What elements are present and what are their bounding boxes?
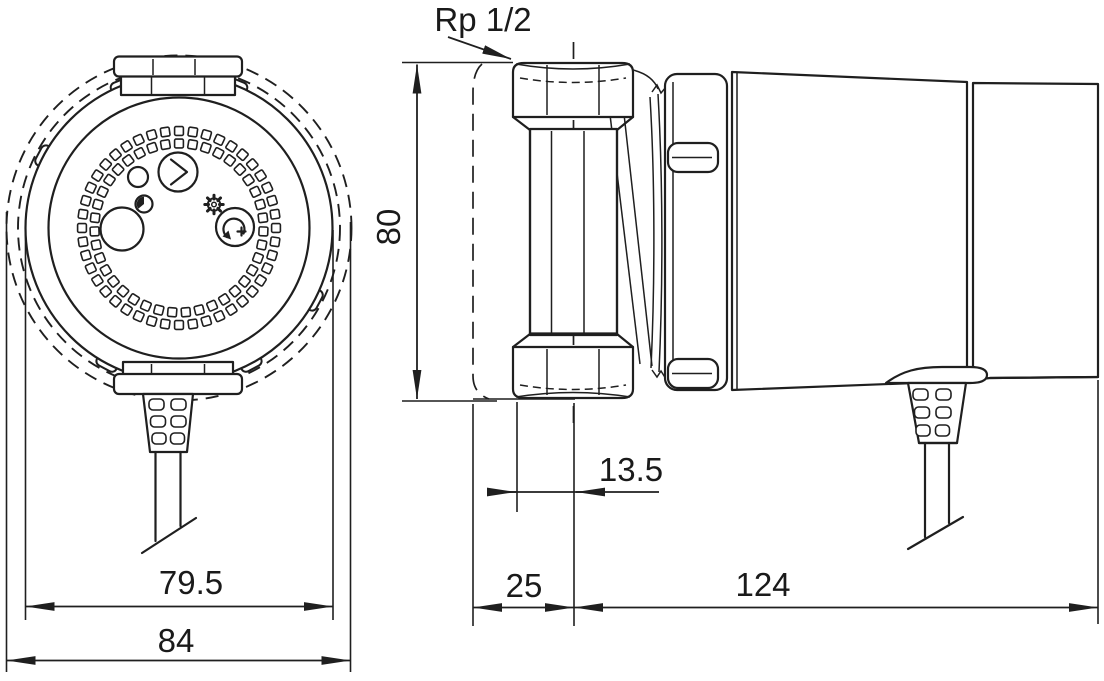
dim-label-124: 124	[735, 566, 790, 603]
motor-adapter-ring	[663, 72, 729, 392]
dim-side-height: 80	[370, 61, 513, 402]
top-port	[112, 55, 244, 97]
housing-face-circle	[47, 96, 311, 360]
chevron-mode-icon	[157, 151, 199, 193]
reset-arrow-icon	[214, 206, 256, 248]
dim-label-80: 80	[370, 209, 407, 246]
dim-housing-length: 25	[472, 403, 575, 626]
dim-label-79-5: 79.5	[159, 564, 223, 601]
dim-label-25: 25	[506, 567, 543, 604]
port-thread-label: Rp 1/2	[434, 1, 531, 38]
dim-label-13-5: 13.5	[599, 451, 663, 488]
dim-port-offset: 13.5	[487, 402, 663, 512]
dim-front-width-outer: 84	[5, 212, 352, 672]
side-view-pump	[472, 42, 1100, 551]
timer-tappet-ring	[76, 125, 282, 331]
volute-hidden-outline	[472, 63, 490, 400]
front-view-pump-head	[5, 54, 353, 555]
pipe-and-union-nuts	[473, 61, 635, 400]
port-thread-callout: Rp 1/2	[434, 1, 532, 60]
dim-label-84: 84	[158, 622, 195, 659]
gear-icon	[203, 193, 225, 216]
indicator-dot-icon	[126, 165, 150, 189]
knob-circle	[99, 206, 145, 252]
dim-motor-length: 124	[574, 380, 1099, 624]
insulation-outer-dashed-circle	[5, 54, 353, 402]
motor-body	[730, 70, 1100, 392]
dial-icons	[99, 151, 256, 252]
power-cable	[140, 450, 198, 555]
side-cable-gland	[884, 365, 1100, 551]
dim-front-width-inner: 79.5	[24, 230, 334, 620]
clock-icon	[134, 194, 154, 214]
bottom-port-cable-gland	[112, 360, 244, 555]
side-power-cable	[906, 441, 965, 551]
